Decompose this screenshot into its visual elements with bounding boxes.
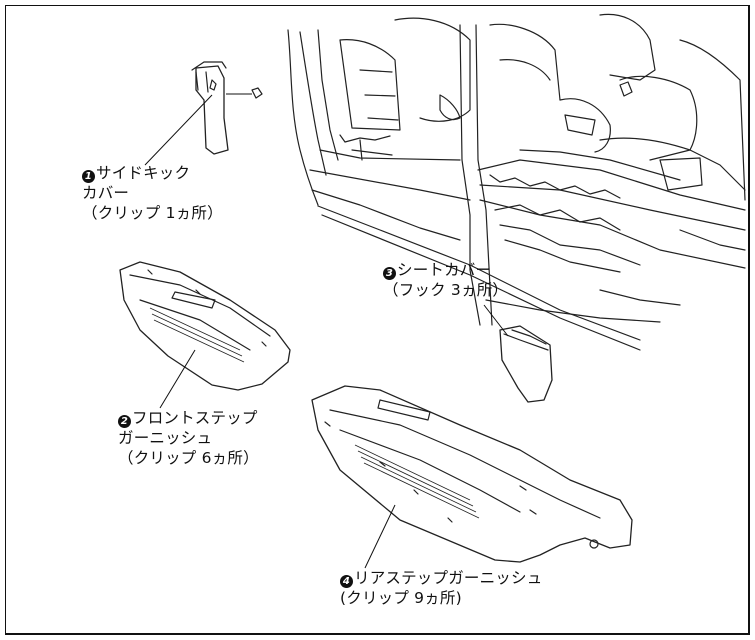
number-badge: 3 xyxy=(383,267,396,280)
label-line: シートカバー xyxy=(397,261,492,279)
label-line: サイドキック xyxy=(96,164,191,182)
vehicle-interior-drawing xyxy=(287,13,746,351)
leader-line-4 xyxy=(364,504,396,569)
seat-cover-part xyxy=(499,325,553,403)
label-line: カバー xyxy=(82,184,130,202)
front-step-garnish-part xyxy=(119,261,291,391)
leader-line-1 xyxy=(144,94,213,166)
rear-step-garnish-part xyxy=(311,385,633,563)
label-line: ガーニッシュ xyxy=(118,429,213,447)
label-line: （クリップ 6ヵ所） xyxy=(118,449,259,467)
leader-line-2 xyxy=(159,349,196,409)
label-line: フロントステップ xyxy=(132,409,258,427)
label-line: リアステップガーニッシュ xyxy=(354,569,543,587)
label-line: (クリップ 9ヵ所) xyxy=(340,589,462,607)
label-line: （フック 3ヵ所） xyxy=(383,281,509,299)
number-badge: 2 xyxy=(118,415,131,428)
number-badge: 4 xyxy=(340,575,353,588)
side-kick-cover-part xyxy=(191,61,263,155)
number-badge: 1 xyxy=(82,170,95,183)
leader-line-3 xyxy=(483,304,509,337)
label-line: （クリップ 1ヵ所） xyxy=(82,204,223,222)
